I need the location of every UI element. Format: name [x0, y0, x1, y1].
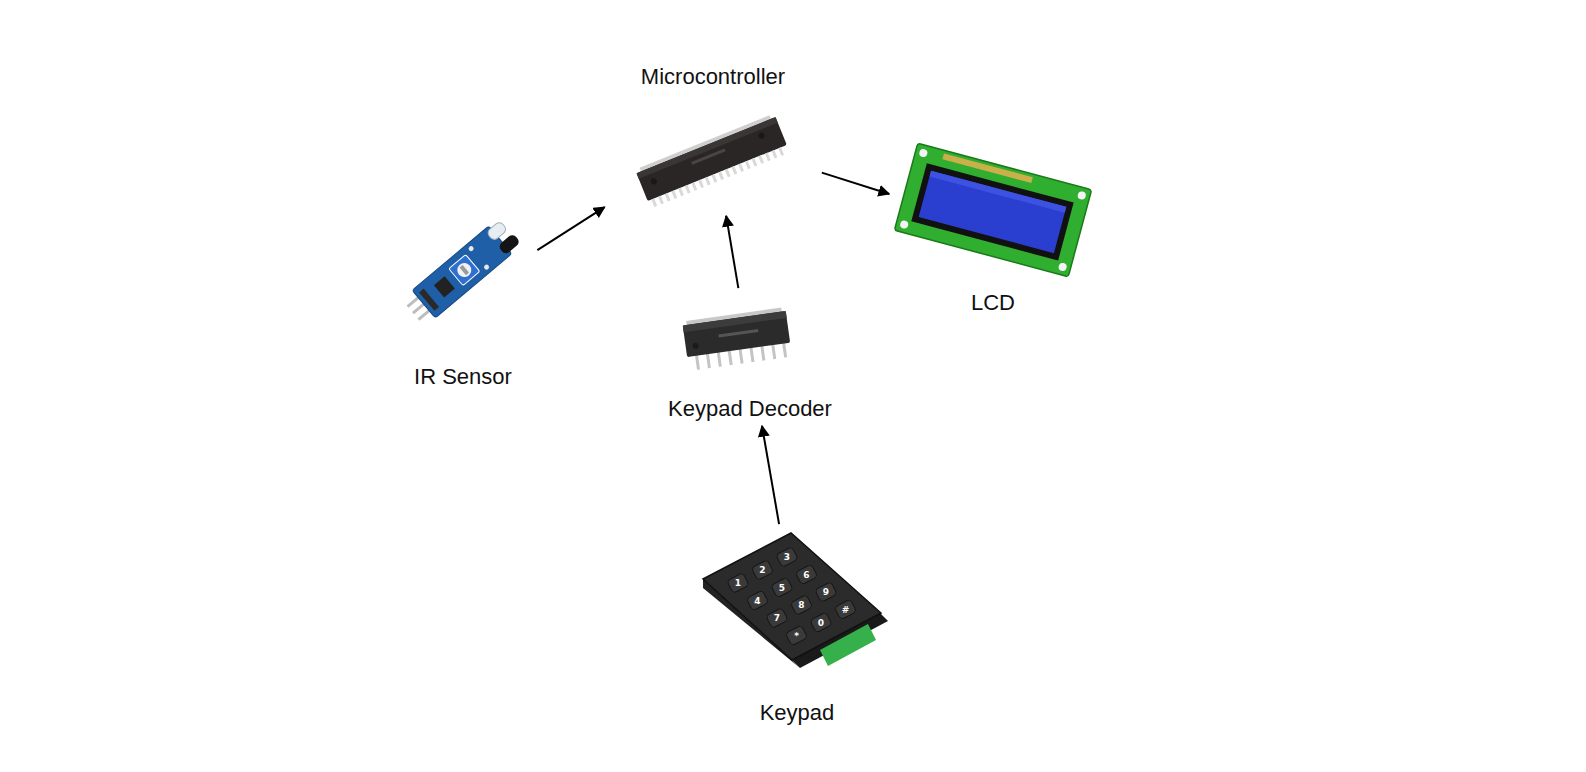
ir-sensor-module [401, 217, 522, 327]
component-node: IR Sensor [392, 205, 534, 390]
component-node: LCD [893, 138, 1093, 316]
signal-arrow [537, 207, 604, 250]
keypad-illustration [703, 533, 888, 668]
component-label: Keypad [703, 700, 891, 726]
key-legend: # [842, 605, 850, 615]
key-legend: 6 [803, 570, 809, 580]
component-label: Keypad Decoder [645, 396, 855, 422]
key-legend: 5 [779, 583, 785, 593]
component-label: IR Sensor [392, 364, 534, 390]
microcontroller-chip [635, 113, 790, 208]
key-legend: * [794, 631, 799, 641]
key-legend: 2 [759, 565, 765, 575]
lcd-module [894, 143, 1091, 277]
key-legend: 0 [818, 618, 824, 628]
component-node: Keypad [703, 528, 891, 726]
key-legend: 9 [823, 587, 829, 597]
component-node: Microcontroller [608, 64, 818, 212]
signal-arrow [822, 173, 889, 194]
signal-arrow [762, 426, 779, 524]
key-legend: 1 [735, 578, 741, 588]
key-legend: 3 [784, 552, 790, 562]
decoder-chip [682, 307, 792, 371]
key-legend: 7 [774, 613, 780, 623]
component-node: Keypad Decoder [645, 292, 855, 422]
key-legend: 4 [754, 596, 760, 606]
component-label: Microcontroller [608, 64, 818, 90]
component-label: LCD [893, 290, 1093, 316]
signal-arrow [726, 216, 738, 288]
key-legend: 8 [798, 600, 804, 610]
